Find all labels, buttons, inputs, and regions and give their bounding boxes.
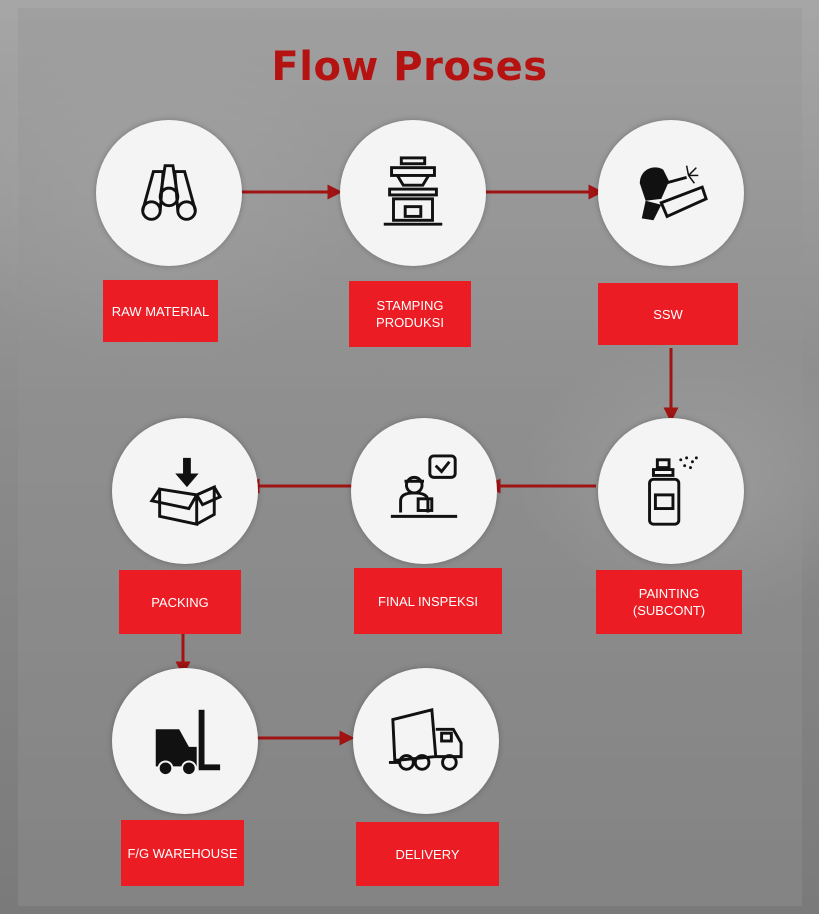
step-fg-warehouse: [112, 668, 258, 814]
step-label-painting-subcont: PAINTING (SUBCONT): [596, 570, 742, 634]
page-title: Flow Proses: [271, 44, 548, 90]
step-painting-subcont: [598, 418, 744, 564]
spray-can-icon: [648, 456, 698, 526]
step-label-packing: PACKING: [119, 570, 241, 634]
pipes-icon: [141, 164, 197, 221]
step-ssw: [598, 120, 744, 266]
step-label-stamping-produksi: STAMPING PRODUKSI: [349, 281, 471, 347]
step-label-fg-warehouse: F/G WAREHOUSE: [121, 820, 244, 886]
step-stamping-produksi: [340, 120, 486, 266]
truck-icon: [388, 707, 463, 771]
inspector-icon: [390, 454, 458, 518]
step-label-ssw: SSW: [598, 283, 738, 345]
step-label-final-inspeksi: FINAL INSPEKSI: [354, 568, 502, 634]
forklift-icon: [155, 709, 221, 777]
welder-icon: [639, 165, 708, 221]
step-final-inspeksi: [351, 418, 497, 564]
step-raw-material: [96, 120, 242, 266]
step-label-raw-material: RAW MATERIAL: [103, 280, 218, 342]
stamping-press-icon: [383, 156, 443, 226]
step-label-delivery: DELIVERY: [356, 822, 499, 886]
step-delivery: [353, 668, 499, 814]
box-icon: [149, 457, 223, 526]
step-packing: [112, 418, 258, 564]
